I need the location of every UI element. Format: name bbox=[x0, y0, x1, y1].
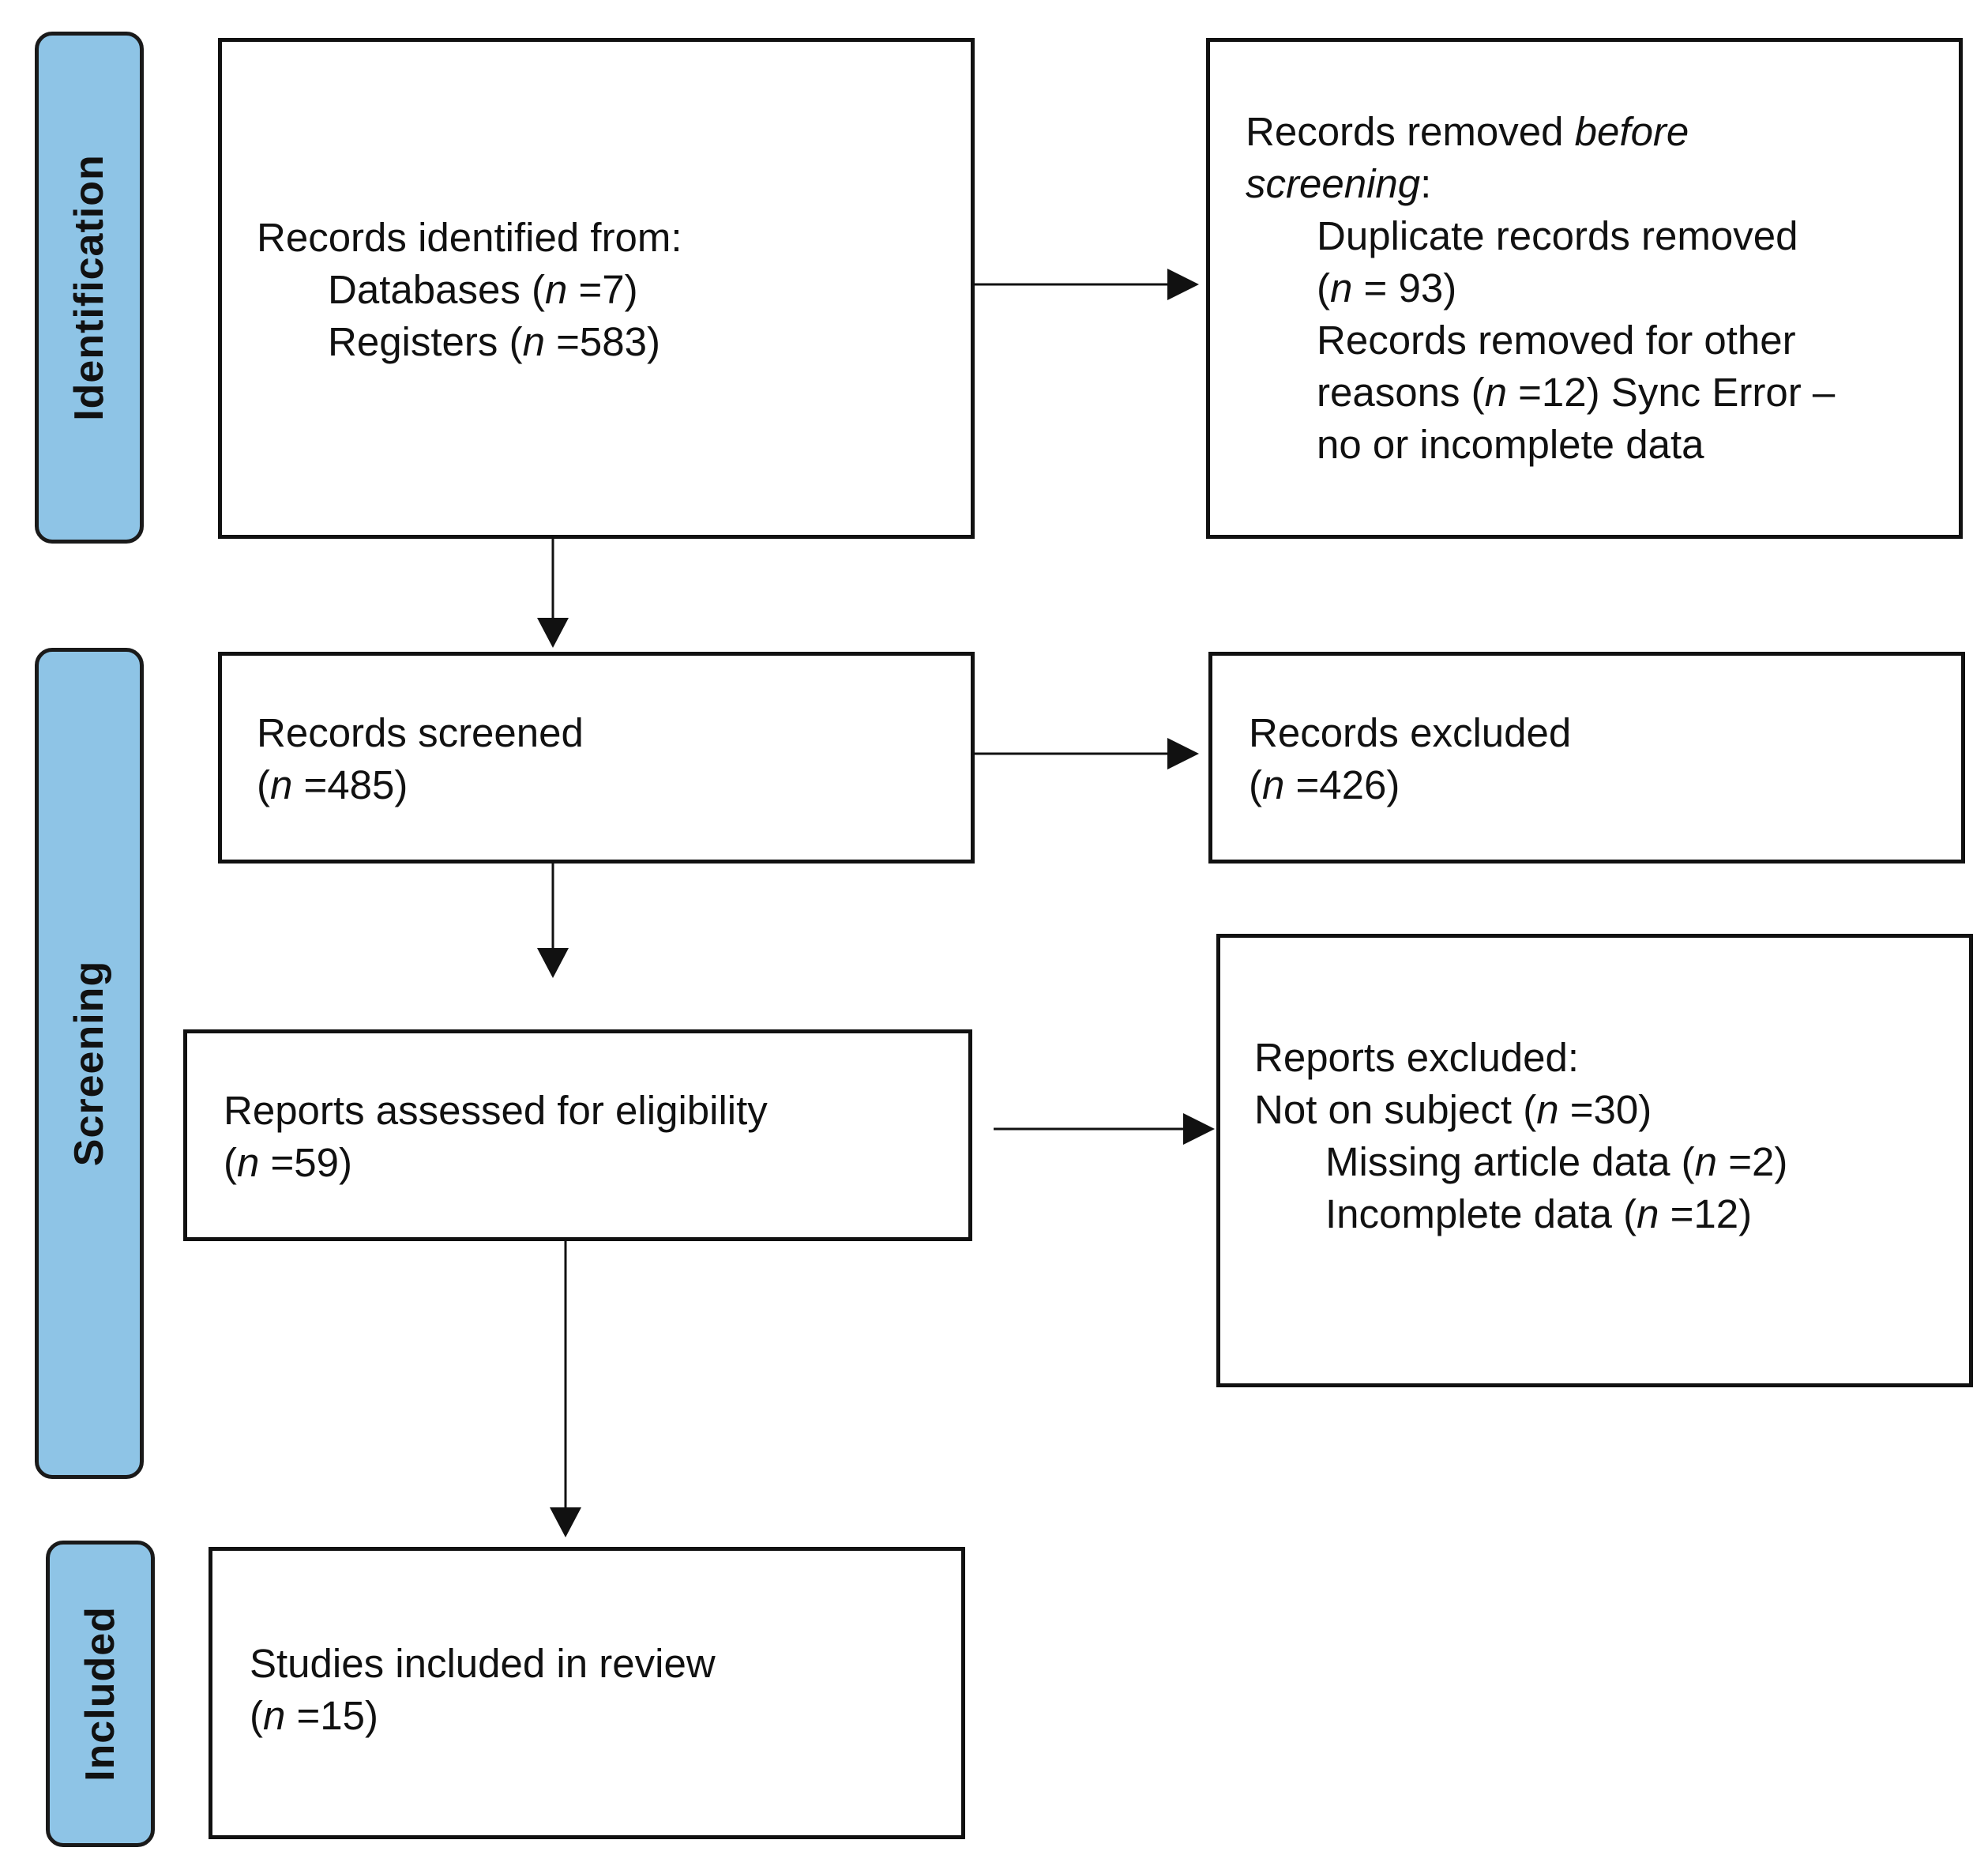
records-excluded-label: Records excluded bbox=[1249, 710, 1572, 755]
records-removed-text: Records removed before screening: Duplic… bbox=[1246, 106, 1835, 471]
phase-identification-label: Identification bbox=[66, 154, 112, 421]
records-identified-heading: Records identified from: bbox=[257, 215, 682, 260]
studies-included-label: Studies included in review bbox=[250, 1641, 716, 1686]
reports-assessed-value: (n =59) bbox=[224, 1140, 353, 1185]
records-identified-text: Records identified from: Databases (n =7… bbox=[257, 212, 682, 368]
phase-screening: Screening bbox=[35, 648, 144, 1479]
records-removed-heading: Records removed before bbox=[1246, 109, 1689, 154]
records-screened-box bbox=[218, 652, 975, 864]
records-excluded-box bbox=[1208, 652, 1965, 864]
arrow-identified-to-removed bbox=[975, 269, 1199, 300]
reports-excluded-heading: Reports excluded: bbox=[1254, 1035, 1580, 1080]
records-screened-value: (n =485) bbox=[257, 762, 408, 807]
reports-assessed-box bbox=[183, 1029, 972, 1241]
records-excluded-value: (n =426) bbox=[1249, 762, 1400, 807]
arrow-identified-to-screened bbox=[537, 539, 569, 648]
reports-assessed-text: Reports assessed for eligibility (n =59) bbox=[224, 1085, 768, 1189]
reports-excluded-box bbox=[1216, 934, 1973, 1387]
records-excluded-text: Records excluded (n =426) bbox=[1249, 707, 1571, 811]
missing-data-line: Missing article data (n =2) bbox=[1325, 1139, 1788, 1184]
duplicates-label: Duplicate records removed bbox=[1317, 213, 1798, 258]
records-removed-heading-2: screening: bbox=[1246, 161, 1432, 206]
phase-included: Included bbox=[46, 1541, 155, 1847]
arrow-assessed-to-excluded bbox=[994, 1113, 1215, 1145]
records-screened-label: Records screened bbox=[257, 710, 584, 755]
other-removed-label: Records removed for other bbox=[1317, 318, 1796, 363]
studies-included-box bbox=[209, 1547, 965, 1839]
other-removed-tail: no or incomplete data bbox=[1317, 422, 1704, 467]
arrow-assessed-to-included bbox=[550, 1241, 581, 1537]
reports-excluded-text: Reports excluded: Not on subject (n =30)… bbox=[1254, 1032, 1787, 1240]
not-on-subject-line: Not on subject (n =30) bbox=[1254, 1087, 1652, 1132]
registers-line: Registers (n =583) bbox=[328, 319, 660, 364]
duplicates-value: (n = 93) bbox=[1317, 265, 1457, 310]
phase-included-label: Included bbox=[77, 1606, 123, 1782]
studies-included-value: (n =15) bbox=[250, 1693, 379, 1738]
records-identified-box bbox=[218, 38, 975, 539]
records-screened-text: Records screened (n =485) bbox=[257, 707, 584, 811]
reports-assessed-label: Reports assessed for eligibility bbox=[224, 1088, 768, 1133]
other-removed-value: reasons (n =12) Sync Error – bbox=[1317, 370, 1836, 415]
studies-included-text: Studies included in review (n =15) bbox=[250, 1638, 716, 1742]
databases-line: Databases (n =7) bbox=[328, 267, 638, 312]
phase-screening-label: Screening bbox=[66, 960, 112, 1167]
incomplete-data-line: Incomplete data (n =12) bbox=[1325, 1191, 1753, 1236]
arrow-screened-to-assessed bbox=[537, 864, 569, 978]
arrow-screened-to-excluded bbox=[975, 738, 1199, 769]
records-removed-box bbox=[1206, 38, 1963, 539]
phase-identification: Identification bbox=[35, 32, 144, 544]
